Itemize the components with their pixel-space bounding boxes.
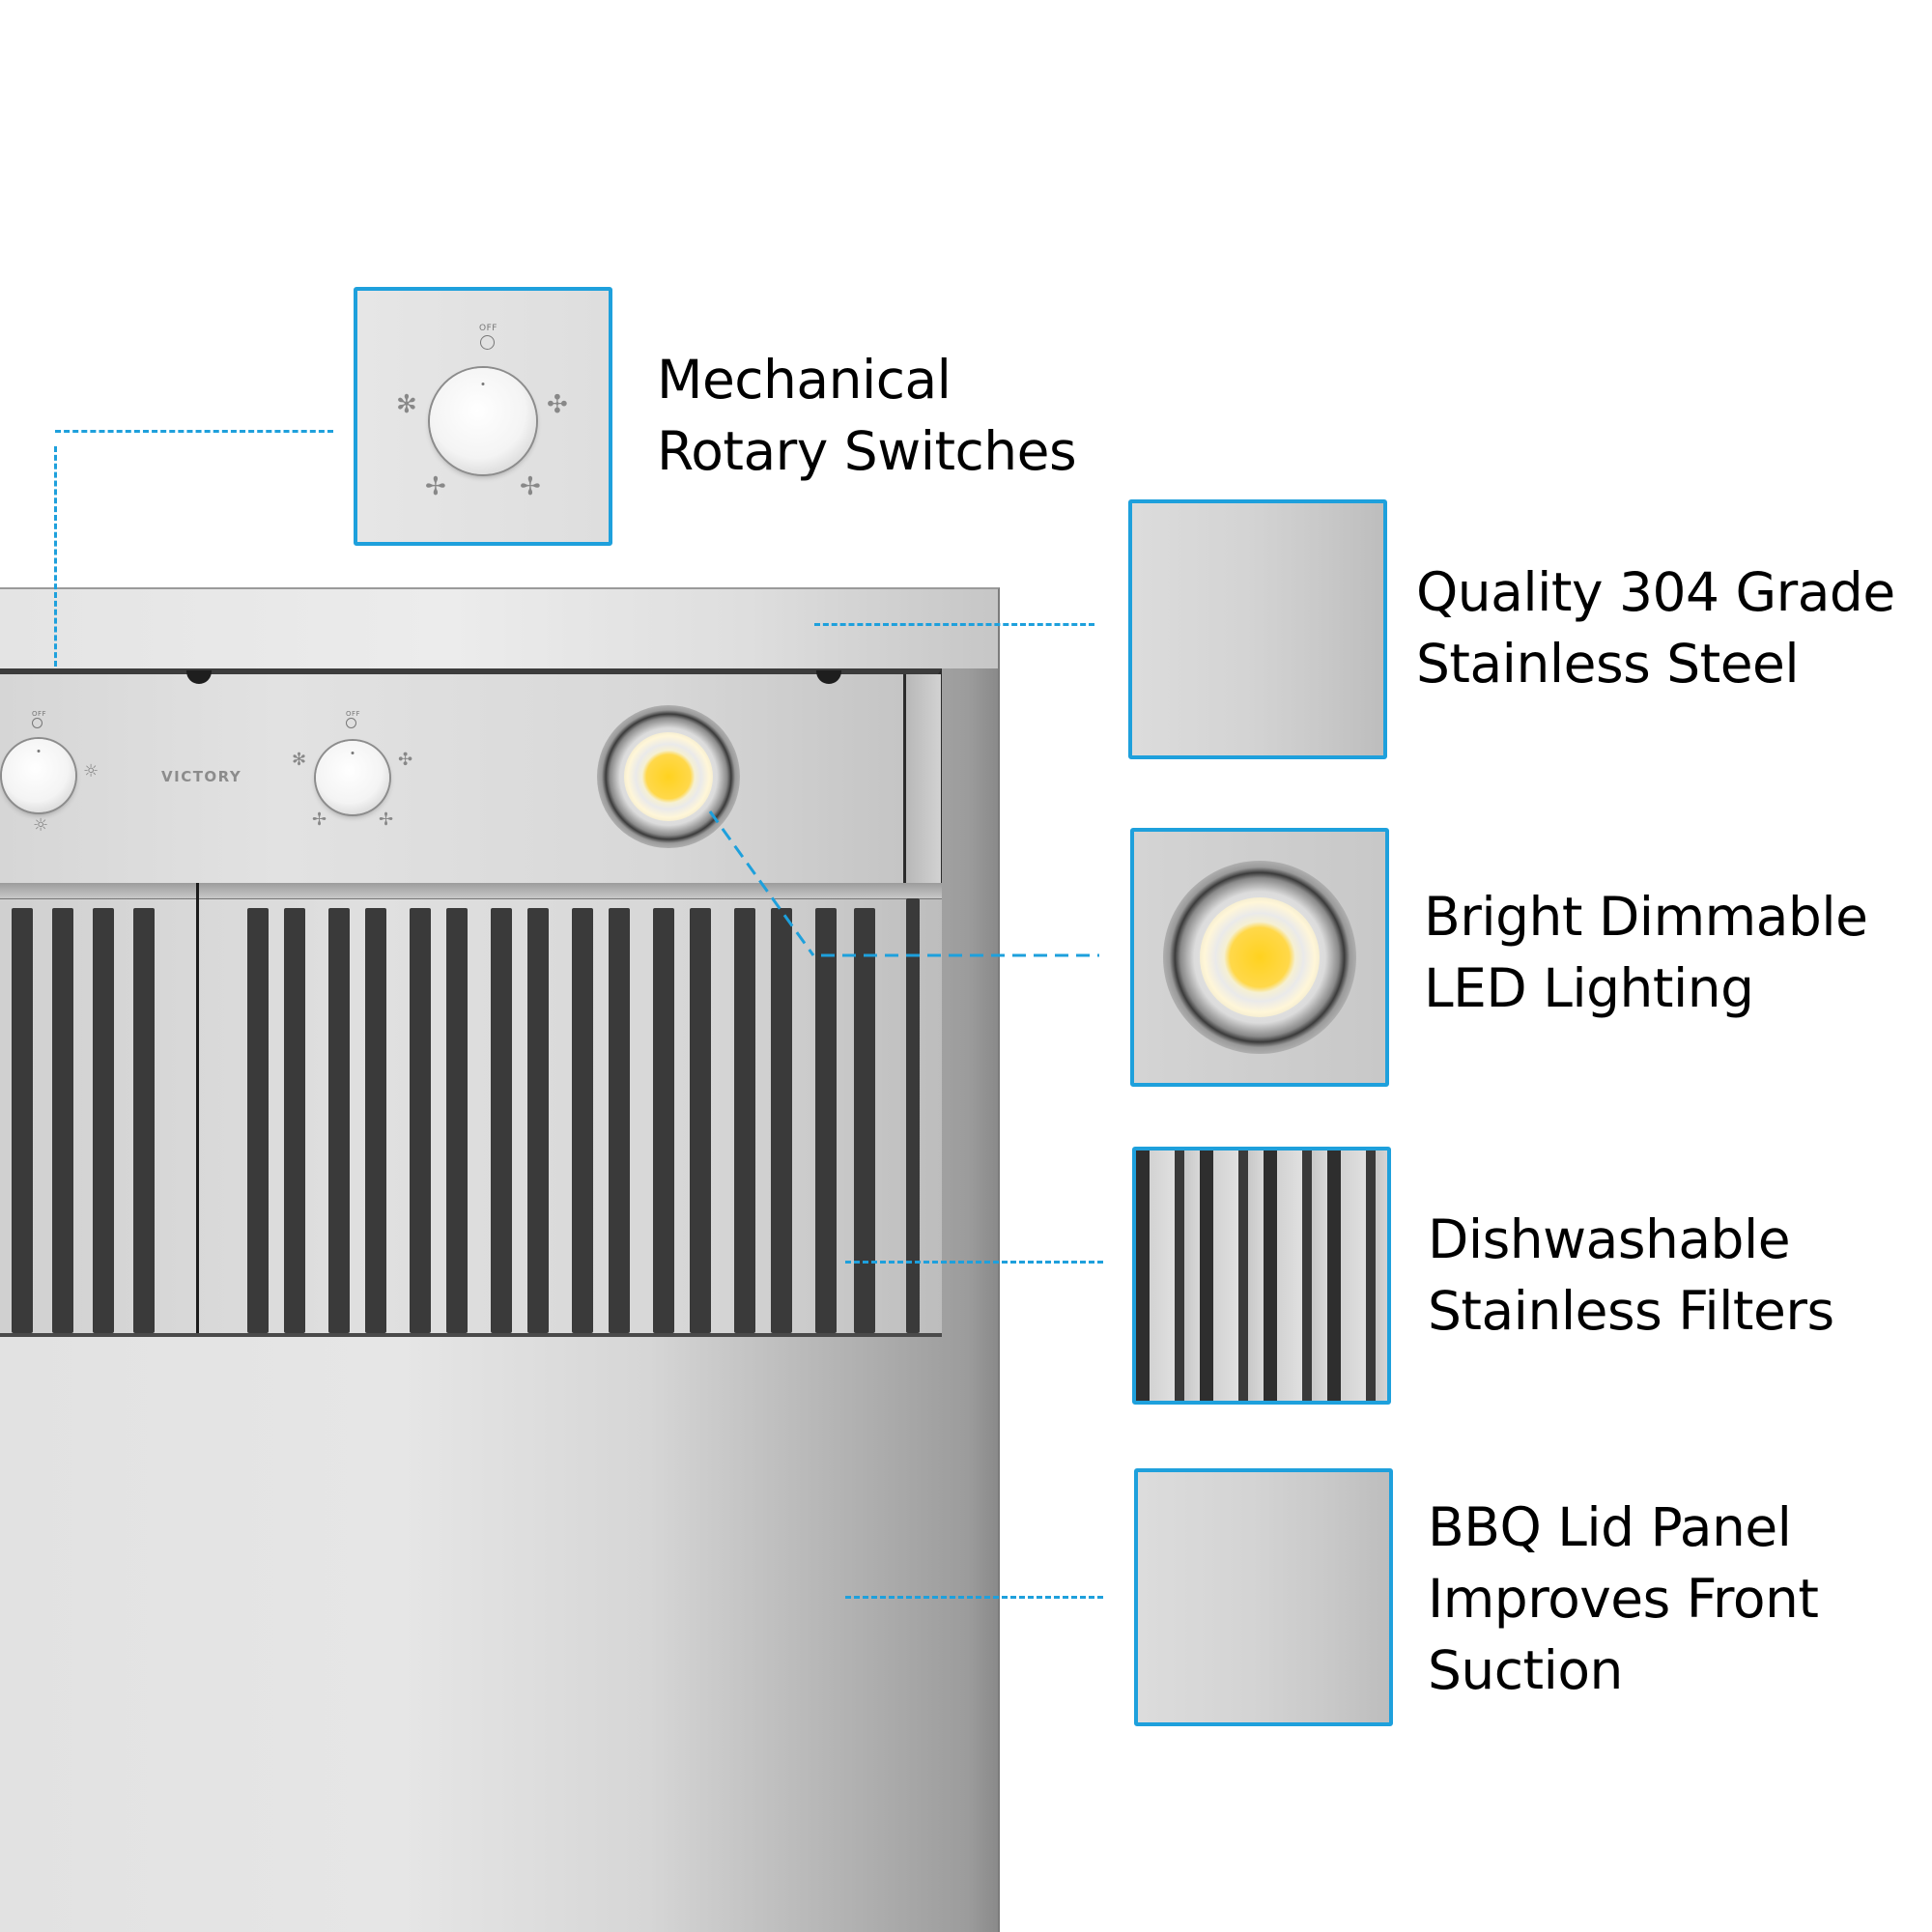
filter-slot: [446, 908, 468, 1333]
off-indicator-icon: [32, 718, 43, 728]
led-bulb-icon: [1200, 897, 1320, 1017]
light-dim-icon: ☼: [33, 815, 49, 836]
filter-slot: [815, 908, 837, 1333]
led-lighting-thumbnail: [1130, 828, 1389, 1087]
dishwashable-filters-thumbnail: [1132, 1147, 1391, 1405]
filter-slot: [284, 908, 305, 1333]
light-bright-icon: ☼: [83, 761, 99, 781]
knob-pointer: [351, 751, 355, 754]
filter-slot: [12, 908, 33, 1333]
rotary-knob-closeup: [430, 368, 536, 474]
fan-high-icon: ✢: [312, 810, 327, 830]
light-rotary-knob[interactable]: [2, 739, 75, 812]
knob-pointer: [481, 383, 485, 386]
off-indicator-icon: [480, 335, 495, 350]
rotary-switch-thumbnail: OFF ✻ ✣ ✢ ✢: [354, 287, 612, 546]
callout-label-stainless-steel: Quality 304 Grade Stainless Steel: [1416, 561, 1895, 695]
filter-slot: [410, 908, 431, 1333]
filter-slot: [247, 908, 269, 1333]
filter-slot: [133, 908, 155, 1333]
callout-label-rotary-switches: Mechanical Rotary Switches: [657, 349, 1077, 482]
filter-slot: [365, 908, 386, 1333]
filter-slot: [653, 908, 674, 1333]
led-light: [597, 705, 740, 848]
led-light-closeup: [1163, 861, 1356, 1054]
filter-slot: [906, 898, 920, 1333]
fan-boost-icon: ✢: [520, 472, 541, 501]
callout-label-led-lighting: Bright Dimmable LED Lighting: [1424, 886, 1868, 1019]
fan-high-icon: ✢: [425, 472, 446, 501]
fan-low-icon: ✻: [292, 750, 307, 770]
filter-slot: [734, 908, 755, 1333]
fan-med-icon: ✣: [547, 390, 568, 419]
led-bulb-icon: [624, 732, 713, 821]
filter-slot: [52, 908, 73, 1333]
filter-slot: [491, 908, 512, 1333]
connector-line-steel: [814, 623, 1094, 626]
mount-clip: [186, 670, 212, 684]
filter-slot: [328, 908, 350, 1333]
fan-off-marker: OFF: [346, 710, 360, 728]
connector-line-rotary: [55, 430, 333, 433]
mount-clip: [816, 670, 841, 684]
light-off-marker: OFF: [32, 710, 46, 728]
connector-line-filters: [845, 1261, 1103, 1264]
filter-rail: [0, 883, 942, 899]
off-indicator-icon: [346, 718, 356, 728]
brand-logo: VICTORY: [161, 768, 242, 785]
filter-slot: [609, 908, 630, 1333]
filter-slot: [854, 908, 875, 1333]
callout-label-bbq-panel: BBQ Lid Panel Improves Front Suction: [1428, 1496, 1819, 1701]
filter-slot: [527, 908, 549, 1333]
fan-low-icon: ✻: [396, 390, 417, 419]
filter-slot: [690, 908, 711, 1333]
bbq-panel-thumbnail: [1134, 1468, 1393, 1726]
stainless-steel-thumbnail: [1128, 499, 1387, 759]
control-panel-side: [903, 674, 941, 883]
filter-divider: [196, 883, 199, 1333]
knob-pointer: [37, 749, 41, 753]
hood-top-band: [0, 589, 998, 668]
filter-slot: [771, 908, 792, 1333]
connector-line-rotary-vertical: [54, 446, 57, 667]
callout-label-filters: Dishwashable Stainless Filters: [1428, 1208, 1834, 1342]
filter-slot: [572, 908, 593, 1333]
fan-rotary-knob[interactable]: [316, 741, 389, 814]
connector-line-bbq: [845, 1596, 1103, 1599]
filter-slot: [93, 908, 114, 1333]
fan-boost-icon: ✢: [379, 810, 394, 830]
fan-med-icon: ✣: [398, 750, 413, 770]
